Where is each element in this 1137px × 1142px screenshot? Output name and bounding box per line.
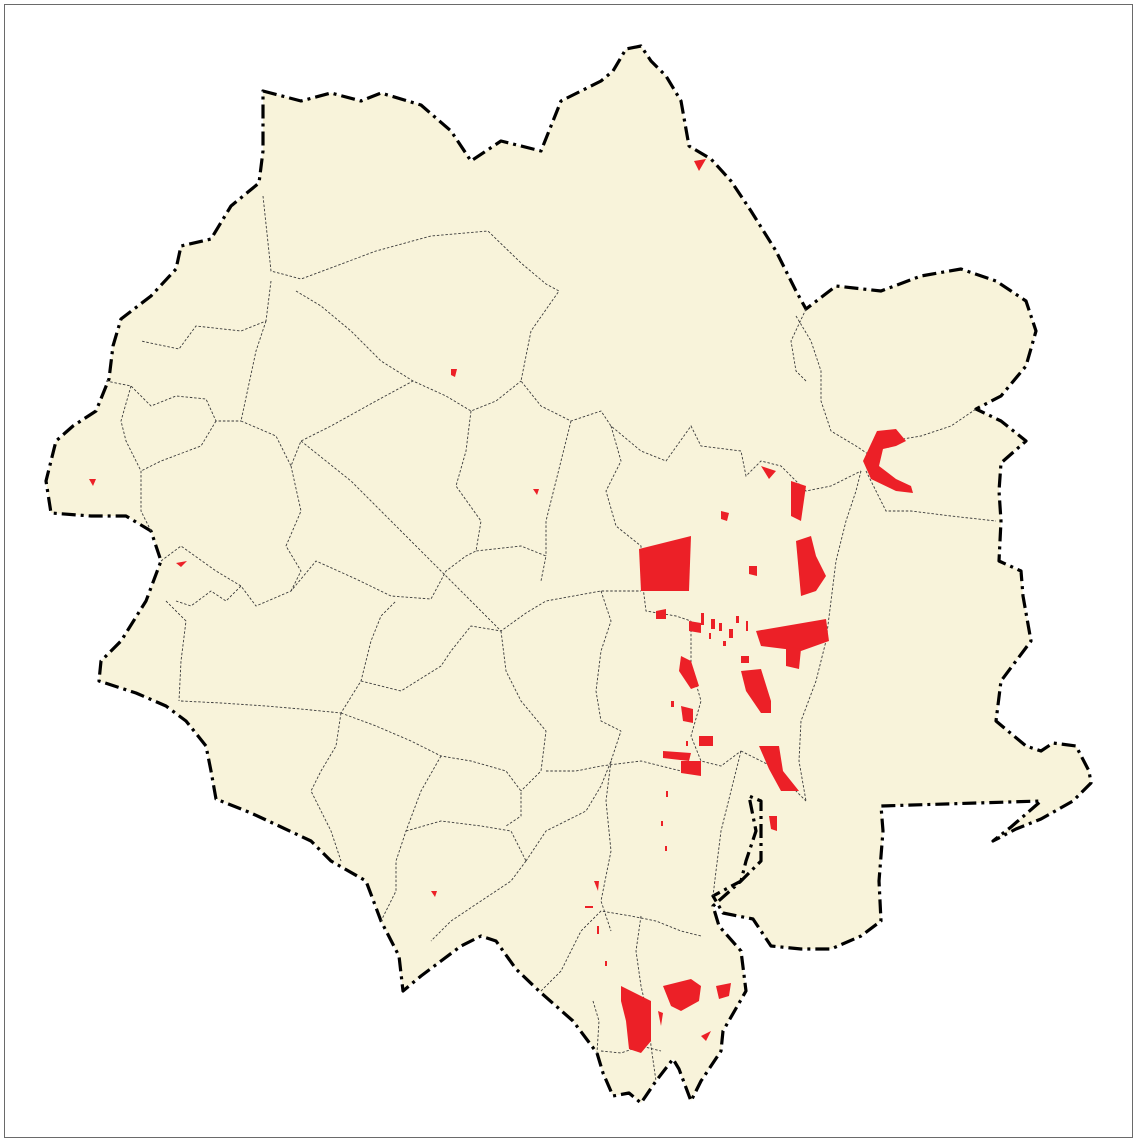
highlighted-area-6 (786, 646, 801, 669)
highlighted-area-31 (594, 881, 599, 891)
highlighted-area-25 (741, 656, 749, 663)
highlighted-area-32 (658, 1011, 663, 1026)
highlighted-fragment-2 (711, 619, 715, 629)
region-outer-boundary (44, 44, 1093, 1105)
highlighted-fragment-4 (729, 629, 733, 638)
highlighted-areas (89, 159, 913, 1053)
highlighted-area-20 (694, 159, 706, 171)
district-boundaries (105, 195, 997, 1082)
highlighted-area-27 (89, 479, 96, 486)
highlighted-area-15 (863, 429, 913, 493)
highlighted-fragment-3 (719, 623, 722, 631)
highlighted-area-18 (663, 979, 701, 1011)
highlighted-fragment-9 (671, 701, 674, 707)
highlighted-area-11 (681, 761, 701, 776)
highlighted-fragment-1 (701, 613, 704, 625)
highlighted-fragment-11 (666, 791, 668, 797)
highlighted-fragment-6 (746, 621, 748, 631)
highlighted-area-1 (639, 536, 691, 591)
highlighted-area-22 (749, 566, 757, 576)
land-layer (44, 44, 1093, 1105)
highlighted-area-14 (769, 816, 777, 831)
highlighted-area-9 (681, 706, 693, 723)
highlighted-fragment-10 (686, 741, 688, 746)
highlighted-area-17 (621, 986, 651, 1053)
highlighted-area-13 (759, 746, 799, 791)
highlighted-area-5 (756, 619, 829, 651)
highlighted-area-4 (761, 466, 776, 479)
highlighted-area-28 (176, 561, 187, 567)
highlighted-fragment-5 (736, 616, 739, 623)
highlighted-area-30 (431, 891, 437, 897)
highlighted-area-8 (679, 656, 699, 689)
highlighted-area-24 (689, 621, 701, 633)
highlighted-area-7 (741, 669, 771, 713)
highlighted-area-19 (716, 983, 731, 999)
highlighted-area-16 (881, 439, 891, 448)
highlighted-area-10 (663, 751, 691, 761)
region-map (44, 44, 1093, 1105)
highlighted-area-29 (533, 489, 539, 495)
map-frame (4, 4, 1133, 1138)
highlighted-area-33 (701, 1031, 711, 1041)
highlighted-fragment-16 (605, 961, 607, 966)
highlighted-area-21 (721, 511, 729, 521)
highlighted-fragment-13 (665, 846, 667, 851)
highlighted-area-26 (451, 369, 457, 377)
highlighted-fragment-15 (597, 926, 599, 934)
highlighted-area-12 (699, 736, 713, 746)
highlighted-fragment-8 (723, 641, 726, 646)
highlighted-fragment-12 (661, 821, 663, 826)
highlighted-fragment-14 (585, 906, 593, 908)
highlighted-fragment-7 (709, 633, 711, 639)
highlighted-area-2 (796, 536, 826, 596)
highlighted-area-3 (791, 481, 806, 521)
highlighted-area-23 (656, 609, 666, 619)
